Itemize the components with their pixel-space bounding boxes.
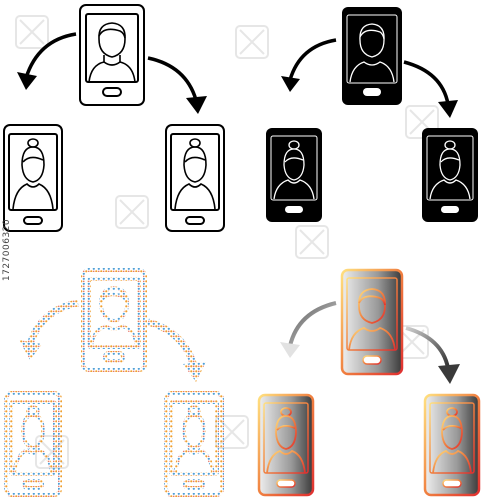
curved-arrow-icon [280,301,337,358]
curved-arrow-icon [281,38,337,92]
curved-arrow-icon [147,56,207,114]
smartphone-icon [81,268,147,372]
female-avatar-icon [432,407,472,474]
curved-arrow-icon [405,326,460,384]
smartphone-icon [3,124,63,232]
curved-arrow-icon [19,299,79,360]
male-avatar-icon [88,22,136,83]
x-logo-watermark-icon [295,225,329,259]
female-avatar-icon [12,138,54,210]
smartphone-icon [4,391,62,497]
curved-arrow-icon [146,318,206,382]
male-avatar-icon [89,286,139,348]
male-avatar-icon [349,23,395,83]
variant-outline [3,4,225,232]
x-logo-watermark-icon [235,25,269,59]
smartphone-icon [423,393,481,497]
female-avatar-icon [174,138,216,210]
x-logo-watermark-icon [15,15,49,49]
stock-id-text: 1727006320 [2,218,13,282]
smartphone-icon [79,4,145,106]
variant-gradient [257,268,481,497]
smartphone-icon [164,391,224,497]
female-avatar-icon [266,407,306,474]
variant-dotted [4,268,224,497]
female-avatar-icon [429,140,471,200]
female-avatar-icon [12,405,54,475]
x-logo-watermark-icon [115,195,149,229]
female-avatar-icon [173,405,215,475]
smartphone-icon [257,393,315,497]
smartphone-icon [165,124,225,232]
stock-id-watermark: 1727006320 [0,0,14,500]
curved-arrow-icon [403,60,458,118]
male-avatar-icon [348,288,396,351]
variant-solid [266,7,478,222]
smartphone-icon [340,268,404,376]
female-avatar-icon [273,140,315,200]
curved-arrow-icon [17,32,77,90]
